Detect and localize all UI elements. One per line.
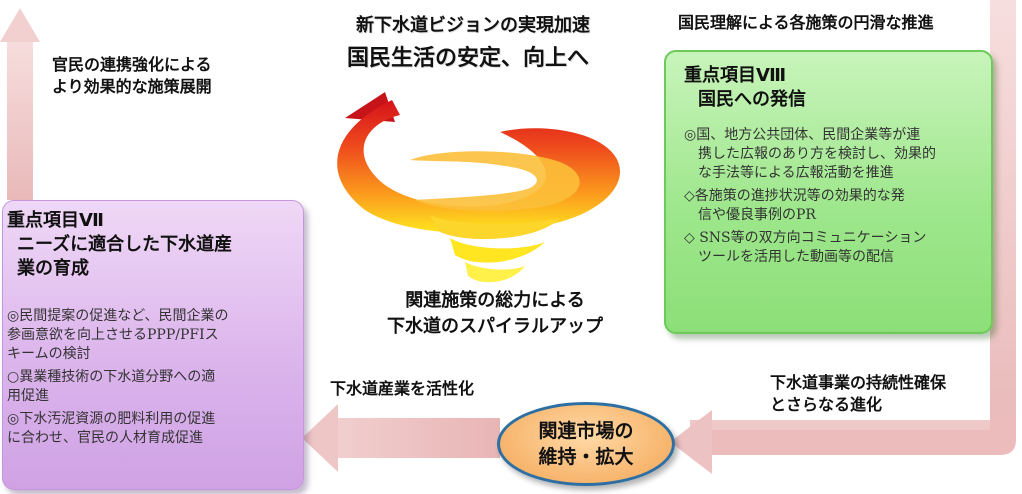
spiral-icon [337, 92, 621, 283]
item7-title-line3: 業の育成 [17, 258, 89, 279]
public-private-label-line1: 官民の連携強化による [52, 55, 212, 74]
item7-point-2-line2: 用促進 [7, 388, 49, 404]
item8-point-3-line1: ◇ SNS等の双方向コミュニケーション [684, 230, 927, 246]
item7-title-line2: ニーズに適合した下水道産 [17, 234, 233, 255]
public-private-label-line2: より効果的な施策展開 [52, 77, 212, 96]
spiral-caption-line2: 下水道のスパイラルアップ [387, 316, 603, 337]
sustainability-label: 下水道事業の持続性確保 とさらなる進化 [770, 372, 946, 416]
headline: 国民生活の安定、向上へ [347, 46, 590, 71]
item7-point-1-line2: 参画意欲を向上させるPPP/PFIス [7, 327, 219, 343]
spiral-caption: 関連施策の総力による 下水道のスパイラルアップ [380, 288, 610, 340]
item8-point-2-line1: ◇各施策の進捗状況等の効果的な発 [684, 188, 905, 204]
item7-title-line1: 重点項目Ⅶ [7, 210, 104, 231]
item8-points: ◎国、地方公共団体、民間企業等が連 携した広報のあり方を検討し、効果的 な手法等… [684, 126, 984, 271]
item7-point-3-line2: に合わせ、官民の人材育成促進 [7, 430, 203, 446]
item8-point-2-line2: 信や優良事例のPR [698, 207, 816, 223]
item7-points: ◎民間提案の促進など、民間企業の 参画意欲を向上させるPPP/PFIス キームの… [7, 307, 297, 452]
vision-line: 新下水道ビジョンの実現加速 [356, 15, 590, 36]
item8-point-1: ◎国、地方公共団体、民間企業等が連 携した広報のあり方を検討し、効果的 な手法等… [684, 126, 984, 183]
public-private-label: 官民の連携強化による より効果的な施策展開 [52, 54, 212, 98]
item7-point-1-line3: キームの検討 [7, 346, 91, 362]
item7-point-1: ◎民間提案の促進など、民間企業の 参画意欲を向上させるPPP/PFIス キームの… [7, 307, 297, 364]
sustainability-label-line1: 下水道事業の持続性確保 [770, 373, 947, 392]
item8-point-1-line1: ◎国、地方公共団体、民間企業等が連 [684, 127, 921, 143]
item8-title-line1: 重点項目Ⅷ [684, 65, 787, 86]
sustainability-label-line2: とさらなる進化 [770, 395, 883, 414]
activate-industry-label: 下水道産業を活性化 [330, 379, 475, 398]
item8-point-1-line3: な手法等による広報活動を推進 [698, 165, 894, 181]
item7-point-1-line1: ◎民間提案の促進など、民間企業の [7, 308, 229, 324]
item7-point-2-line1: ○異業種技術の下水道分野への適 [7, 369, 216, 385]
understanding-label: 国民理解による各施策の円滑な推進 [678, 13, 934, 32]
item8-point-2: ◇各施策の進捗状況等の効果的な発 信や優良事例のPR [684, 187, 984, 225]
item8-point-3: ◇ SNS等の双方向コミュニケーション ツールを活用した動画等の配信 [684, 229, 984, 267]
item8-box: 重点項目Ⅷ 国民への発信 ◎国、地方公共団体、民間企業等が連 携した広報のあり方… [664, 50, 993, 334]
return-loop-arrow [670, 0, 1016, 474]
item8-point-1-line2: 携した広報のあり方を検討し、効果的 [698, 146, 936, 162]
market-oval: 関連市場の 維持・拡大 [497, 402, 675, 486]
item7-point-3-line1: ◎下水汚泥資源の肥料利用の促進 [7, 411, 216, 427]
spiral-caption-line1: 関連施策の総力による [405, 290, 585, 311]
market-line2: 維持・拡大 [538, 446, 634, 468]
item8-point-3-line2: ツールを活用した動画等の配信 [698, 249, 894, 265]
market-line1: 関連市場の [538, 420, 634, 442]
item8-title-line2: 国民への発信 [698, 89, 806, 110]
left-arrow [302, 404, 500, 472]
item7-point-2: ○異業種技術の下水道分野への適 用促進 [7, 368, 297, 406]
item7-box: 重点項目Ⅶ ニーズに適合した下水道産 業の育成 ◎民間提案の促進など、民間企業の… [2, 200, 304, 490]
item7-point-3: ◎下水汚泥資源の肥料利用の促進 に合わせ、官民の人材育成促進 [7, 410, 297, 448]
upward-arrow [0, 8, 40, 200]
